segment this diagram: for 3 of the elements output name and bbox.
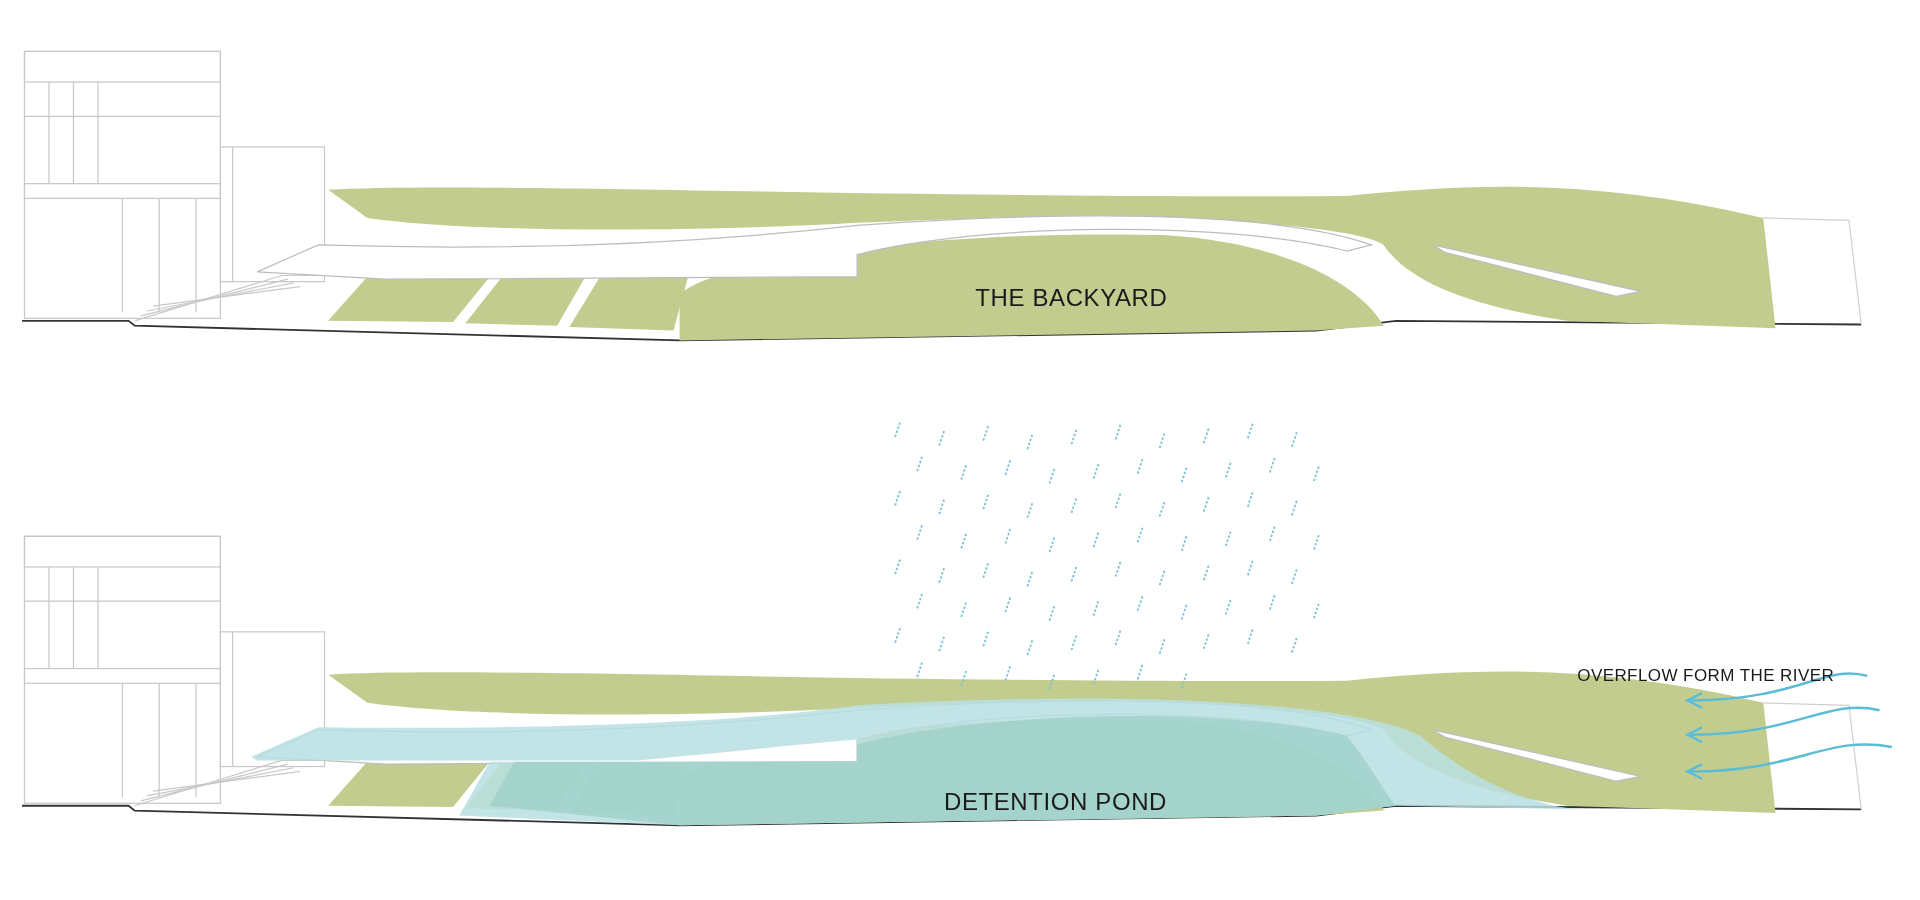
section-label: OVERFLOW FORM THE RIVER [1577,665,1835,688]
section-label: DETENTION POND [943,787,1168,818]
section-label: THE BACKYARD [975,282,1168,313]
